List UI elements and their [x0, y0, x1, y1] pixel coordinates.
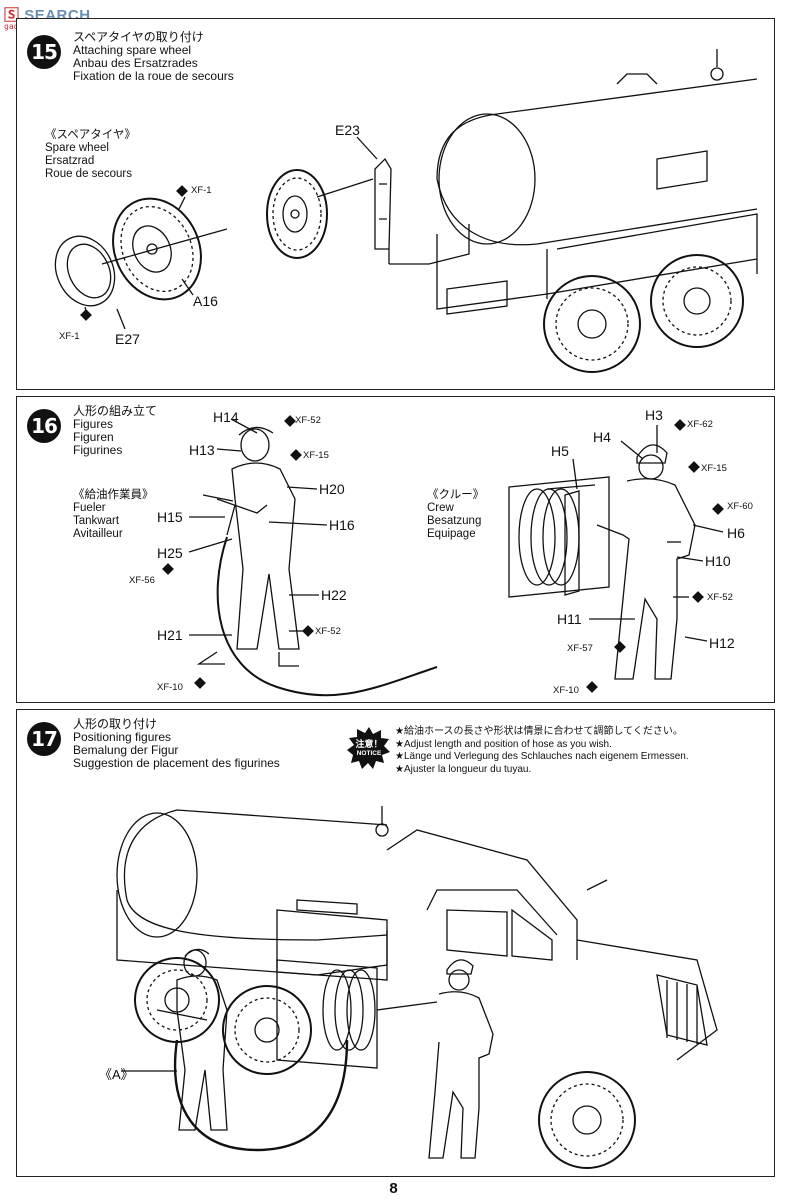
- paint-label-crew-xf15: XF-15: [701, 463, 727, 474]
- part-label-h3: H3: [645, 407, 663, 423]
- step-16-number: 16: [27, 409, 61, 443]
- part-label-e23: E23: [335, 122, 360, 138]
- part-label-h5: H5: [551, 443, 569, 459]
- step-17-panel: 17 人形の取り付け Positioning figures Bemalung …: [16, 709, 775, 1177]
- part-label-h11: H11: [557, 611, 582, 627]
- step-15-titles: スペアタイヤの取り付け Attaching spare wheel Anbau …: [73, 30, 234, 83]
- paint-label-fueler-xf52a: XF-52: [295, 415, 321, 426]
- part-label-h10: H10: [705, 553, 731, 569]
- paint-label-crew-xf60: XF-60: [727, 501, 753, 512]
- step-17-number: 17: [27, 722, 61, 756]
- step-15-number: 15: [27, 35, 61, 69]
- step-16-titles: 人形の組み立て Figures Figuren Figurines: [73, 404, 158, 457]
- spare-wheel-subtitle: 《スペアタイヤ》 Spare wheel Ersatzrad Roue de s…: [45, 129, 136, 180]
- part-label-h21: H21: [157, 627, 183, 643]
- part-label-h6: H6: [727, 525, 745, 541]
- step-15-panel: 15 スペアタイヤの取り付け Attaching spare wheel Anb…: [16, 18, 775, 390]
- part-label-h14: H14: [213, 409, 239, 425]
- part-label-h4: H4: [593, 429, 611, 445]
- part-label-h13: H13: [189, 442, 215, 458]
- positioning-illustration: [116, 806, 718, 1169]
- paint-label-xf1-b: XF-1: [59, 331, 80, 342]
- step-16-panel: 16 人形の組み立て Figures Figuren Figurines 《給油…: [16, 396, 775, 703]
- part-label-h15: H15: [157, 509, 183, 525]
- paint-label-crew-xf62: XF-62: [687, 419, 713, 430]
- paint-label-fueler-xf52b: XF-52: [315, 626, 341, 637]
- part-label-h22: H22: [321, 587, 347, 603]
- part-label-h20: H20: [319, 481, 345, 497]
- notice-badge-jp: 注意！: [355, 739, 383, 749]
- paint-label-xf1-a: XF-1: [191, 185, 212, 196]
- crew-subtitle: 《クルー》 Crew Besatzung Equipage: [427, 489, 485, 540]
- part-label-e27: E27: [115, 331, 140, 347]
- notice-badge: [347, 727, 390, 769]
- paint-label-crew-xf10: XF-10: [553, 685, 579, 696]
- part-label-h16: H16: [329, 517, 355, 533]
- spare-wheel-illustration: [54, 49, 758, 373]
- page-number: 8: [389, 1180, 398, 1197]
- step-17-titles: 人形の取り付け Positioning figures Bemalung der…: [73, 717, 280, 770]
- paint-label-fueler-xf10: XF-10: [157, 682, 183, 693]
- part-label-h12: H12: [709, 635, 735, 651]
- part-label-a16: A16: [193, 293, 218, 309]
- paint-label-crew-xf52: XF-52: [707, 592, 733, 603]
- fueler-subtitle: 《給油作業員》 Fueler Tankwart Avitailleur: [73, 489, 154, 540]
- paint-label-crew-xf57: XF-57: [567, 643, 593, 654]
- figures-illustration: [162, 415, 724, 697]
- paint-label-fueler-xf15: XF-15: [303, 450, 329, 461]
- paint-label-fueler-xf56: XF-56: [129, 575, 155, 586]
- notice-text: ★給油ホースの長さや形状は情景に合わせて調節してください。 ★Adjust le…: [395, 726, 689, 775]
- part-label-h25: H25: [157, 545, 183, 561]
- notice-badge-en: NOTICE: [356, 750, 382, 757]
